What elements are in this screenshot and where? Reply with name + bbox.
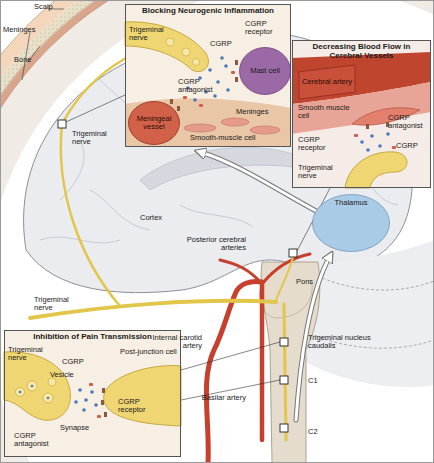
- anatomy-label: Trigeminal nerve: [72, 130, 120, 146]
- anatomy-label: C1: [308, 377, 328, 385]
- inflammation-inset-art: [125, 4, 291, 147]
- anatomy-label: CGRP antagonist: [388, 114, 430, 130]
- structure-name: Meningeal vessel: [128, 115, 180, 131]
- anatomy-label: Meninges: [236, 108, 286, 116]
- structure-name: Cerebral artery: [302, 78, 352, 86]
- anatomy-label: CGRP: [396, 142, 426, 150]
- panel-title: Blocking Neurogenic Inflammation: [129, 7, 287, 16]
- panel-title: Decreasing Blood Flow in Cerebral Vessel…: [296, 43, 427, 61]
- anatomy-label: CGRP: [62, 358, 92, 366]
- anatomy-label: Meninges: [3, 26, 48, 34]
- anatomy-label: Pons: [296, 278, 326, 286]
- cerebral-artery: Cerebral artery: [299, 65, 355, 99]
- mast-cell: Mast cell: [239, 47, 291, 95]
- text-block: Cerebral artery: [299, 65, 355, 99]
- anatomy-label: Trigeminal nerve: [34, 296, 82, 312]
- meningeal-vessel: Meningeal vessel: [128, 101, 180, 145]
- anatomy-label: CGRP receptor: [118, 398, 163, 414]
- anatomy-label: Basilar artery: [196, 394, 246, 402]
- pain-transmission-inset-art: [4, 330, 181, 457]
- anatomy-label: Trigeminal nerve: [129, 26, 179, 42]
- anatomy-label: Vesicle: [50, 371, 85, 379]
- thalamus: Thalamus: [312, 194, 390, 252]
- text-block: Inhibition of Pain Transmission: [5, 331, 180, 342]
- anatomy-label: CGRP: [210, 40, 240, 48]
- anatomy-label: Smooth muscle cell: [298, 104, 353, 120]
- anatomy-label: Trigeminal nucleus caudalis: [308, 334, 380, 350]
- text-block: Mast cell: [239, 47, 291, 95]
- pain-pathway-arrows: [200, 152, 330, 420]
- text-block: Decreasing Blood Flow in Cerebral Vessel…: [293, 41, 430, 61]
- blood-flow-inset-art: [292, 40, 431, 188]
- anatomy-label: CGRP receptor: [245, 20, 289, 36]
- anatomy-label: Trigeminal nerve: [8, 346, 53, 362]
- anatomy-label: Smooth-muscle cell: [190, 134, 280, 142]
- anatomy-label: Synapse: [60, 424, 100, 432]
- anatomy-label: Trigeminal nerve: [298, 164, 343, 180]
- anatomy-label: CGRP antagonist: [178, 78, 228, 94]
- structure-name: Thalamus: [335, 199, 368, 207]
- mast-cell-shape: [240, 48, 291, 95]
- text-block: Blocking Neurogenic Inflammation: [126, 5, 290, 16]
- anatomy-label: CGRP receptor: [298, 136, 343, 152]
- anatomy-label: Scalp: [34, 3, 64, 11]
- panel-title: Inhibition of Pain Transmission: [8, 333, 177, 342]
- anatomy-label: Bone: [14, 56, 44, 64]
- thalamus-shape: [313, 195, 390, 252]
- cerebral-artery-shape: [299, 65, 355, 99]
- text-block: Thalamus: [312, 194, 390, 252]
- anatomy-label: Posterior cerebral arteries: [166, 236, 246, 252]
- anatomy-label: C2: [308, 428, 328, 436]
- anatomy-label: Cortex: [140, 214, 180, 222]
- structure-name: Mast cell: [250, 67, 280, 75]
- anatomy-label: Post-junction cell: [120, 348, 178, 356]
- text-block: Meningeal vessel: [128, 101, 180, 145]
- anatomy-label: CGRP antagonist: [14, 432, 64, 448]
- meningeal-vessel-shape: [129, 102, 180, 145]
